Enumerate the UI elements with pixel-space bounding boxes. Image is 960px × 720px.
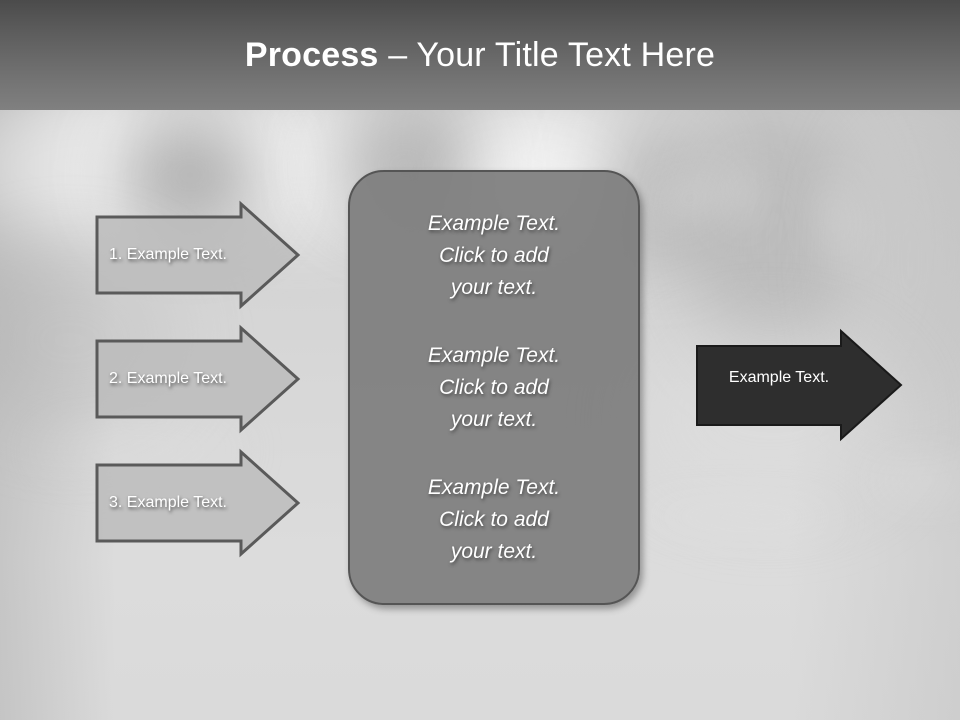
step-arrow-1-label: 1. Example Text.	[109, 246, 227, 263]
step-arrow-2-label: 2. Example Text.	[109, 370, 227, 387]
panel-text-block-2: Example Text. Click to add your text.	[427, 344, 561, 431]
step-arrow-1-shape	[95, 200, 301, 310]
result-arrow[interactable]: Example Text.	[694, 328, 904, 442]
page-title-rest: – Your Title Text Here	[378, 35, 716, 74]
center-content-panel[interactable]: Example Text. Click to add your text. Ex…	[348, 170, 640, 605]
step-arrow-3-label: 3. Example Text.	[109, 494, 227, 511]
panel-text-block-1: Example Text. Click to add your text.	[427, 212, 561, 299]
slide-header-band	[0, 0, 960, 110]
result-arrow-shape	[696, 328, 903, 442]
step-arrow-2[interactable]: 2. Example Text.	[95, 324, 301, 434]
result-arrow-label: Example Text.	[728, 369, 830, 386]
step-arrow-1[interactable]: 1. Example Text.	[95, 200, 301, 310]
panel-text-block-3: Example Text. Click to add your text.	[427, 476, 561, 563]
page-title: Process – Your Title Text Here	[0, 0, 960, 110]
step-arrow-3[interactable]: 3. Example Text.	[95, 448, 301, 558]
page-title-strong: Process	[244, 35, 379, 74]
step-arrow-3-shape	[95, 448, 301, 558]
step-arrow-2-shape	[95, 324, 301, 434]
